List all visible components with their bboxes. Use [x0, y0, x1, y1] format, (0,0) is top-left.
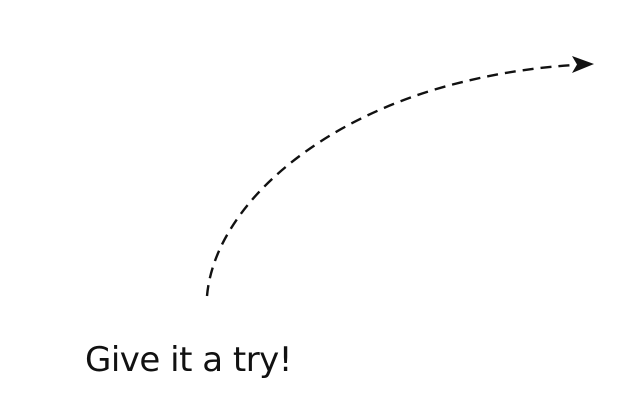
- arrow-curve: [205, 63, 576, 297]
- arrow-head: [572, 56, 594, 73]
- give-it-a-try-label: Give it a try!: [85, 340, 292, 380]
